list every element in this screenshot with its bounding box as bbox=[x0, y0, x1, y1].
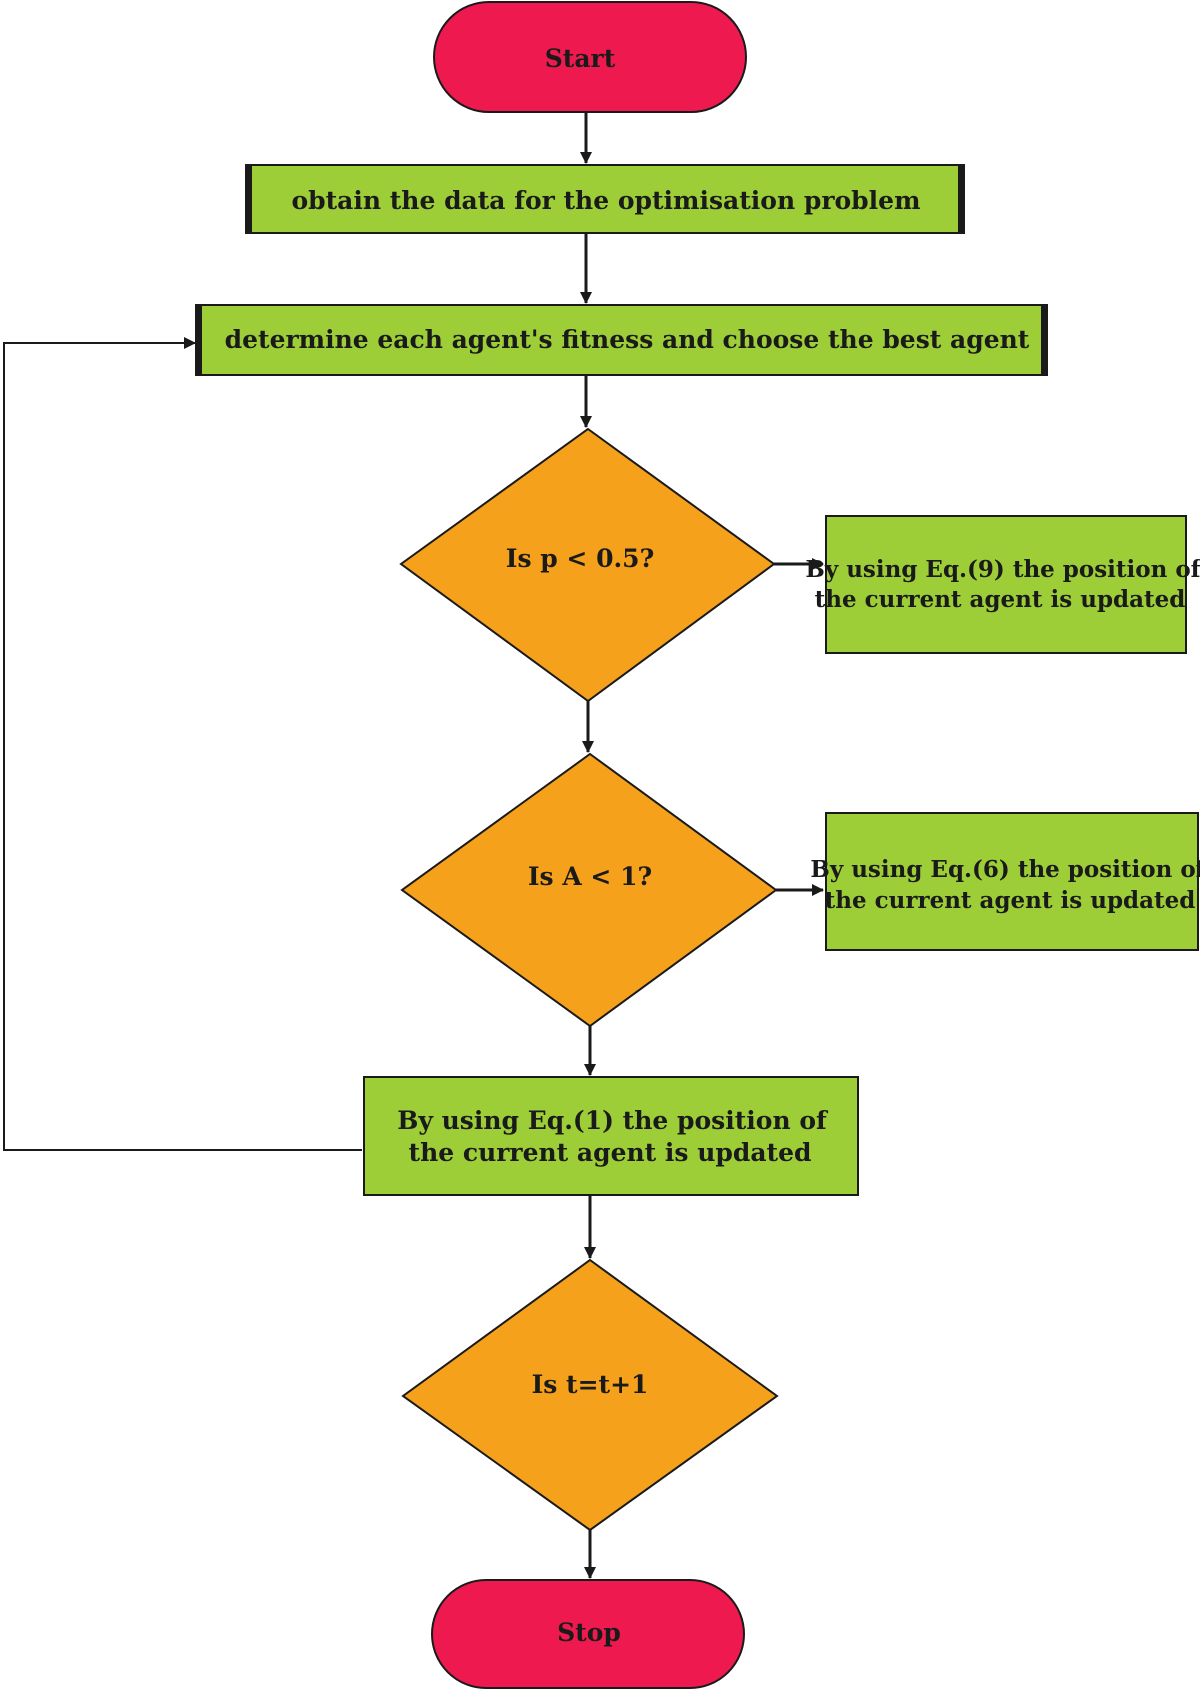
decision-t-node: Is t=t+1 bbox=[401, 1258, 779, 1532]
start-label: Start bbox=[545, 44, 616, 73]
update-eq1-label-line-1: By using Eq.(1) the position of bbox=[397, 1106, 829, 1135]
stop-label: Stop bbox=[557, 1618, 621, 1647]
update-eq9-shape bbox=[825, 515, 1187, 654]
update-eq6-shape bbox=[825, 812, 1199, 951]
obtain-data-node: obtain the data for the optimisation pro… bbox=[245, 164, 965, 234]
obtain-data-shape bbox=[245, 164, 965, 234]
stop-node: Stop bbox=[431, 1579, 745, 1689]
update-eq9-node: By using Eq.(9) the position of the curr… bbox=[805, 515, 1200, 654]
decision-a-label: Is A < 1? bbox=[528, 862, 652, 891]
determine-fitness-shape bbox=[195, 304, 1048, 376]
update-eq1-label-line-2: the current agent is updated bbox=[409, 1138, 812, 1167]
obtain-data-label: obtain the data for the optimisation pro… bbox=[291, 186, 920, 215]
stop-shape bbox=[431, 1579, 745, 1689]
obtain-data-right-bar bbox=[958, 165, 964, 233]
update-eq9-label-line-2: the current agent is updated bbox=[815, 586, 1186, 613]
update-eq6-label-line-1: By using Eq.(6) the position of bbox=[810, 856, 1200, 883]
update-eq6-label-line-2: the current agent is updated bbox=[825, 887, 1196, 914]
determine-fitness-right-bar bbox=[1041, 305, 1047, 375]
decision-a-shape bbox=[400, 752, 778, 1028]
edge-update-eq1-loop-to-determine-fitness bbox=[3, 337, 362, 1151]
edges bbox=[3, 112, 824, 1579]
decision-t-label: Is t=t+1 bbox=[532, 1370, 649, 1399]
update-eq6-node: By using Eq.(6) the position of the curr… bbox=[810, 812, 1200, 951]
determine-fitness-left-bar bbox=[196, 305, 202, 375]
decision-a-node: Is A < 1? bbox=[400, 752, 778, 1028]
obtain-data-left-bar bbox=[246, 165, 252, 233]
update-eq1-node: By using Eq.(1) the position of the curr… bbox=[363, 1076, 859, 1196]
decision-t-shape bbox=[401, 1258, 779, 1532]
decision-p-shape bbox=[399, 427, 776, 703]
determine-fitness-label: determine each agent's fitness and choos… bbox=[225, 325, 1030, 354]
start-shape bbox=[433, 1, 747, 113]
start-node: Start bbox=[433, 1, 747, 113]
update-eq9-label-line-1: By using Eq.(9) the position of bbox=[805, 556, 1200, 583]
determine-fitness-node: determine each agent's fitness and choos… bbox=[195, 304, 1048, 376]
decision-p-label: Is p < 0.5? bbox=[506, 544, 654, 573]
decision-p-node: Is p < 0.5? bbox=[399, 427, 776, 703]
update-eq1-shape bbox=[363, 1076, 859, 1196]
